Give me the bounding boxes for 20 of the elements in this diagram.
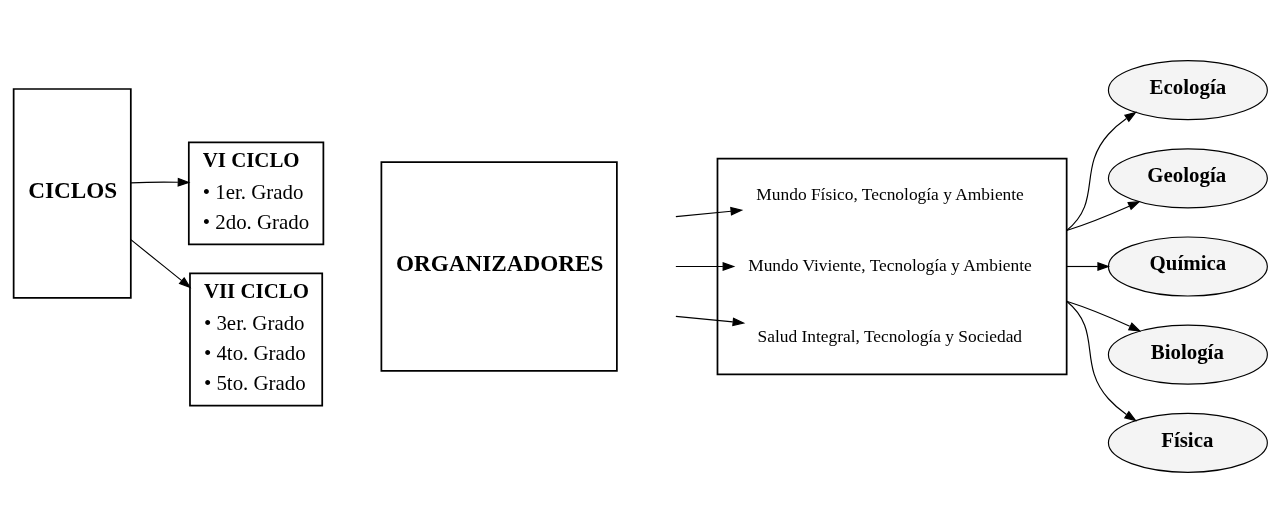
node-text: Mundo Físico, Tecnología y Ambiente	[756, 183, 1024, 204]
arrow	[130, 238, 192, 288]
node-box: VII CICLO • 3er. Grado • 4to. Grado • 5to. Grado	[189, 272, 324, 407]
arrow	[1066, 300, 1138, 421]
node-text: Salud Integral, Tecnología y Sociedad	[757, 325, 1023, 346]
node-box: ORGANIZADORES	[380, 160, 618, 372]
arrow	[675, 261, 736, 271]
arrow	[1066, 300, 1142, 332]
arrow	[675, 206, 744, 217]
arrow	[130, 177, 191, 187]
node-ellipse: Química	[1107, 235, 1268, 297]
node-box: CICLOS	[12, 87, 132, 299]
arrow	[1066, 261, 1111, 271]
node-ellipse: Biología	[1107, 324, 1268, 385]
node-text: Mundo Viviente, Tecnología y Ambiente	[748, 254, 1032, 275]
arrow	[1066, 200, 1141, 231]
arrow	[1066, 111, 1138, 231]
arrow	[675, 315, 746, 326]
node-box: VI CICLO • 1er. Grado • 2do. Grado	[187, 141, 325, 245]
cluster	[716, 157, 1068, 375]
